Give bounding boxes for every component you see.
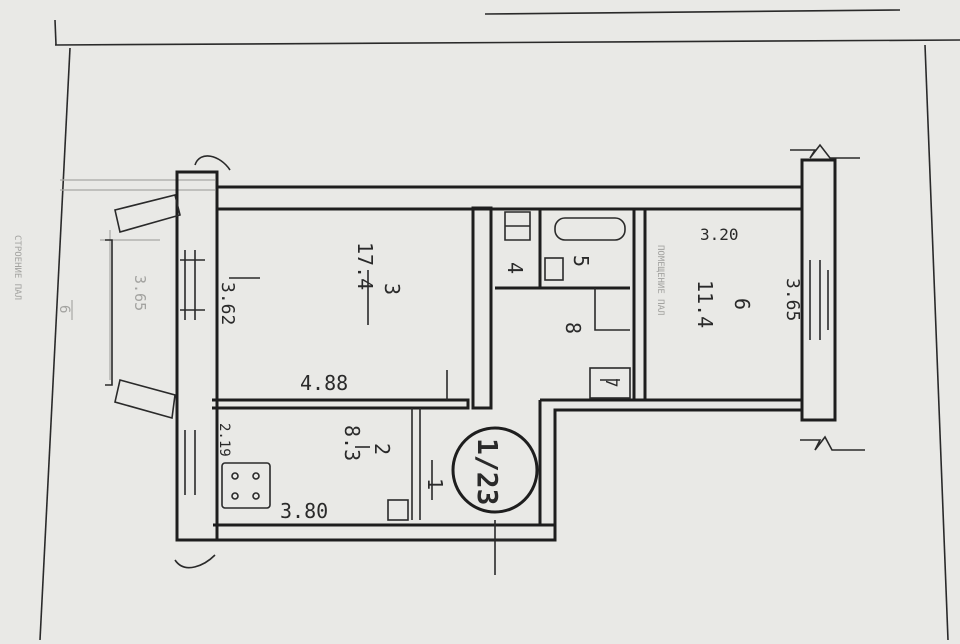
left-room-dim: 3.65 [131,275,149,311]
bath-room-number: 5 [569,255,593,267]
living-room-length: 4.88 [300,371,348,395]
apartment-badge: 1/23 [451,426,539,514]
kitchen-room-width: 2.19 [216,423,232,457]
wc-room-number: 4 [503,262,527,274]
small-rooms: 8 4 5 1 7 [423,255,621,490]
fixtures [221,211,631,521]
interior-walls [212,206,647,520]
bedroom-note: ПОМЕЩЕНИЕ ПАЛ [655,245,665,315]
entry-room-number: 1 [423,478,447,490]
bedroom-room-area: 11.4 [693,280,717,328]
left-room-number: 6 [56,305,72,313]
bedroom-room-length: 3.65 [782,278,803,321]
faint-ghost-drawing: 6 3.65 СТРОЕНИЕ ПАЛ [12,179,215,380]
break-marks [174,143,865,569]
doors [446,370,520,575]
kitchen-room-length: 3.80 [280,499,328,523]
room-kitchen: 2 8.3 2.19 3.80 [216,423,394,523]
washbasin-icon [544,257,564,281]
sheet-frame [39,9,960,641]
bedroom-room-number: 6 [730,298,754,310]
left-note: СТРОЕНИЕ ПАЛ [12,235,22,300]
closet-room-number: 7 [602,378,621,388]
windows [105,194,829,495]
kitchen-room-number: 2 [370,443,394,455]
sink-icon [387,499,409,521]
dimension-lines [229,270,433,500]
kitchen-room-area: 8.3 [340,425,364,461]
living-room-area: 17.4 [353,242,377,290]
living-room-width: 3.62 [217,282,238,325]
apartment-number: 1/23 [471,438,504,505]
room-living: 3 17.4 3.62 4.88 [217,242,404,395]
room-bedroom: 3.20 6 11.4 3.65 ПОМЕЩЕНИЕ ПАЛ [655,225,803,328]
outer-walls [175,158,837,542]
living-room-number: 3 [380,283,404,295]
hall-room-number: 8 [561,322,585,334]
bedroom-room-width: 3.20 [700,225,739,244]
toilet-icon [504,211,531,241]
bathtub-icon [554,217,626,241]
closet-box [589,367,631,399]
stove-icon [221,462,271,509]
